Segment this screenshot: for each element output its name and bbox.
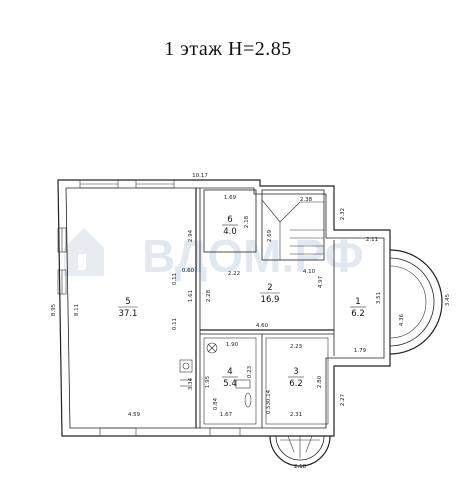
dim-r5-height: 8.11 [74,304,80,316]
dim-011b: 0.11 [172,318,178,330]
dim-right-top: 2.32 [340,208,346,220]
dim-top-width: 10.17 [192,173,208,179]
dim-011a: 0.11 [172,273,178,285]
dim-351: 3.51 [376,292,382,304]
dim-334: 3.34 [188,377,194,390]
dim-345: 3.45 [445,293,451,306]
dim-231: 2.31 [290,412,302,418]
dim-023: 0.23 [247,365,253,378]
dim-r6-height: 2.18 [244,215,250,228]
room-4-number: 4 [227,367,232,377]
watermark-text: ВДОМ.РФ [142,230,364,282]
dim-060: 0.60 [182,268,195,274]
outer-walls [57,179,391,437]
room-labels: 5 37.1 6 4.0 2 16.9 1 6.2 4 5.4 3 6.2 [118,215,366,389]
dim-227: 2.27 [340,393,346,406]
dim-410: 4.10 [303,269,316,275]
dim-r6-width: 1.69 [224,195,237,201]
dim-195: 1.95 [205,375,211,388]
watermark-house-icon [64,228,104,276]
dim-084: 0.84 [213,397,219,410]
dim-211: 2.11 [366,237,378,243]
dim-r6-side: 2.94 [188,229,194,242]
dim-left-height: 8.95 [51,303,57,316]
dim-497: 4.97 [318,275,324,288]
dim-223: 2.23 [290,344,303,350]
dim-179: 1.79 [354,348,367,354]
dim-190: 1.90 [226,342,239,348]
room-6-number: 6 [227,215,232,225]
room-1-number: 1 [355,297,360,307]
dim-161: 1.61 [188,290,194,302]
room-6-area: 4.0 [223,227,237,237]
dim-460: 4.60 [256,323,269,329]
dim-218: 2.18 [294,464,307,470]
dim-053: 0.53 [266,401,272,414]
dim-stair-width: 2.38 [300,197,313,203]
entrance-porch [269,435,331,467]
interior-walls [179,188,335,428]
dim-stair-left: 2.69 [267,229,273,242]
dim-222: 2.22 [228,271,240,277]
room-1-area: 6.2 [351,309,365,319]
room-3-area: 6.2 [289,379,303,389]
room-3-number: 3 [293,367,298,377]
room-2-number: 2 [267,283,272,293]
watermark: ВДОМ.РФ [64,228,364,282]
dim-436: 4.36 [399,313,405,326]
room-4-area: 5.4 [223,379,237,389]
room-2-area: 16.9 [261,295,280,305]
dim-r5-bottom: 4.59 [128,412,141,418]
dim-167: 1.67 [220,412,233,418]
bay-window [389,249,443,355]
dimension-labels: 10.17 8.95 8.11 4.59 1.69 2.18 2.38 2.69… [51,173,451,470]
dim-228: 2.28 [206,289,212,302]
dim-014: 0.14 [266,389,272,402]
plan-title: 1 этаж H=2.85 [164,38,292,60]
room-5-number: 5 [125,297,130,307]
room-5-area: 37.1 [119,309,138,319]
dim-280: 2.80 [317,375,323,388]
